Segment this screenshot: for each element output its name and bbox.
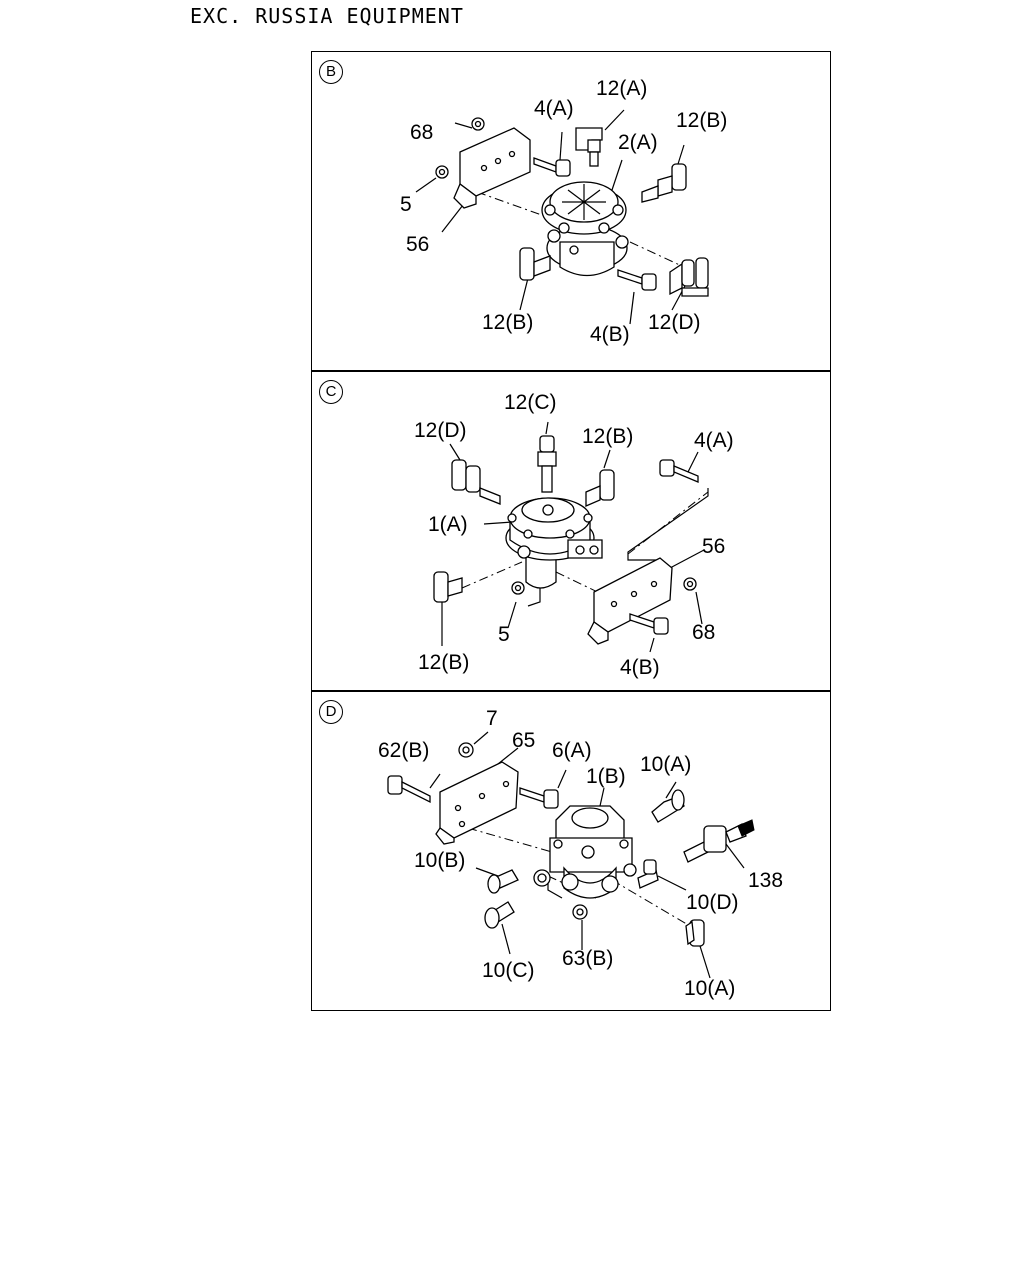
callout-12d: 12(D) <box>648 311 701 334</box>
panel-d-drawing <box>387 731 755 979</box>
callout-12b-upper: 12(B) <box>582 425 634 448</box>
callout-12d: 12(D) <box>414 419 467 442</box>
callout-10d: 10(D) <box>686 891 739 914</box>
callout-5: 5 <box>400 193 412 216</box>
callout-10b: 10(B) <box>414 849 466 872</box>
callout-56: 56 <box>406 233 430 256</box>
callout-138: 138 <box>748 869 784 892</box>
callout-65: 65 <box>512 729 536 752</box>
callout-4a: 4(A) <box>534 97 574 120</box>
callout-12b-upper: 12(B) <box>676 109 728 132</box>
panel-c-drawing <box>433 421 709 653</box>
callout-4b: 4(B) <box>620 656 660 679</box>
page-heading: EXC. RUSSIA EQUIPMENT <box>190 4 464 28</box>
callout-12c: 12(C) <box>504 391 557 414</box>
callout-12a: 12(A) <box>596 77 648 100</box>
callout-56: 56 <box>702 535 726 558</box>
callout-4b: 4(B) <box>590 323 630 346</box>
callout-62b: 62(B) <box>378 739 430 762</box>
callout-68: 68 <box>692 621 716 644</box>
callout-12b-lower: 12(B) <box>418 651 470 674</box>
callout-68: 68 <box>410 121 434 144</box>
callout-10a-upper: 10(A) <box>640 753 692 776</box>
callout-7: 7 <box>486 707 498 730</box>
callout-12b-lower: 12(B) <box>482 311 534 334</box>
panel-c-label: C <box>319 380 343 404</box>
callout-2a: 2(A) <box>618 131 658 154</box>
panel-c: C 12(C) 12(D) 12(B) 4(A) 1(A) 56 5 68 12… <box>311 371 831 691</box>
callout-4a: 4(A) <box>694 429 734 452</box>
callout-1a: 1(A) <box>428 513 468 536</box>
callout-1b: 1(B) <box>586 765 626 788</box>
callout-6a: 6(A) <box>552 739 592 762</box>
panel-d: D 7 62(B) 65 6(A) 1(B) 10(A) 10(B) 138 1… <box>311 691 831 1011</box>
panel-b: B 12(A) 4(A) 68 12(B) 2(A) 5 56 12(B) 4(… <box>311 51 831 371</box>
callout-10a-lower: 10(A) <box>684 977 736 1000</box>
panel-b-drawing <box>415 109 709 325</box>
panel-b-label: B <box>319 60 343 84</box>
callout-63b: 63(B) <box>562 947 614 970</box>
panel-d-label: D <box>319 700 343 724</box>
callout-10c: 10(C) <box>482 959 535 982</box>
callout-5: 5 <box>498 623 510 646</box>
